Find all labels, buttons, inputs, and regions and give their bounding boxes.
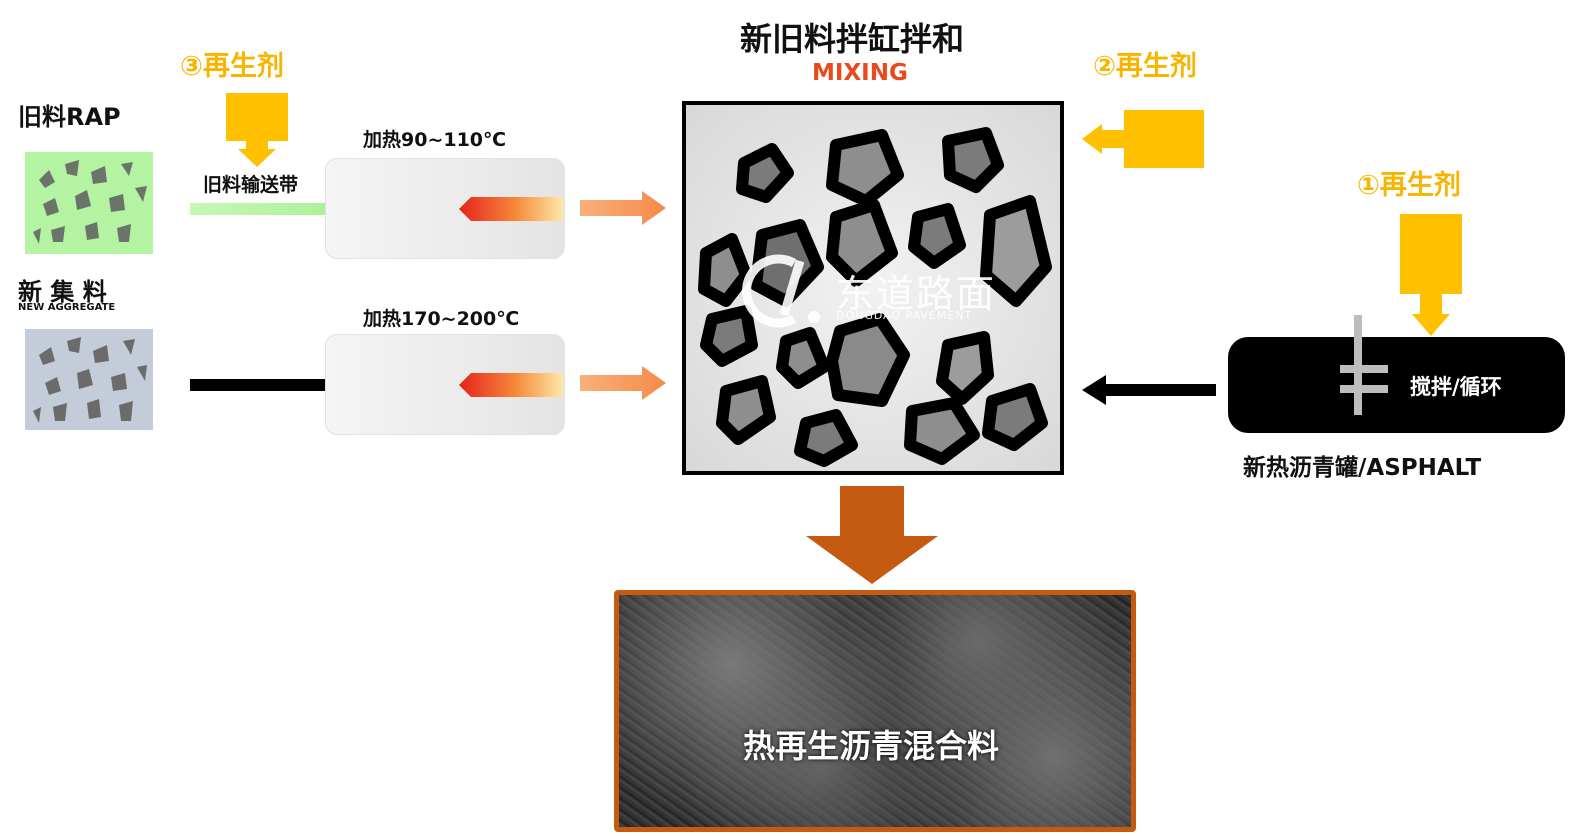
rap-flame-icon	[459, 197, 563, 221]
new-aggregate-arrow	[190, 371, 373, 399]
agent-one-arrow	[1400, 214, 1462, 336]
watermark-name: 东道路面	[836, 272, 997, 316]
stirrer-icon	[1340, 315, 1388, 415]
agent-three-label: ③再生剂	[180, 51, 284, 82]
mixer-particles	[698, 127, 1052, 467]
new-aggregate-icon	[33, 337, 147, 423]
rap-conveyor-arrow	[190, 196, 373, 222]
dongdao-logo-icon	[742, 254, 820, 328]
agent-two-label: ②再生剂	[1093, 51, 1197, 82]
mixing-subtitle: MIXING	[812, 60, 908, 86]
agent-two-arrow	[1082, 110, 1204, 168]
agent-one-label: ①再生剂	[1357, 170, 1461, 201]
heater-to-mixer-arrow-top	[580, 191, 666, 225]
rap-heat-label: 加热90~110℃	[363, 129, 507, 151]
asphalt-caption: 新热沥青罐/ASPHALT	[1243, 455, 1482, 481]
new-aggregate-sublabel: NEW AGGREGATE	[18, 302, 116, 313]
new-aggregate-heat-label: 加热170~200℃	[363, 308, 520, 330]
asphalt-tank-label: 搅拌/循环	[1410, 375, 1502, 399]
page-title: 新旧料拌缸拌和	[740, 20, 965, 58]
mixer-to-output-arrow	[806, 486, 938, 584]
output-box: 热再生沥青混合料	[614, 590, 1136, 832]
output-label: 热再生沥青混合料	[743, 727, 1000, 765]
new-aggregate-label: 新 集 料	[18, 278, 107, 306]
conveyor-label: 旧料输送带	[203, 174, 299, 196]
rap-swatch	[25, 152, 153, 254]
rap-heater	[325, 158, 565, 259]
heater-to-mixer-arrow-bottom	[580, 366, 666, 400]
rap-label: 旧料RAP	[18, 103, 121, 131]
new-aggregate-flame-icon	[459, 373, 563, 397]
watermark-sub: DONGDAO PAVEMENT	[836, 309, 973, 322]
asphalt-to-mixer-arrow	[1082, 375, 1216, 405]
agent-three-arrow	[226, 93, 288, 167]
mixer-box: 东道路面 DONGDAO PAVEMENT	[682, 101, 1064, 475]
rap-aggregate-icon	[33, 160, 147, 244]
new-aggregate-swatch	[25, 329, 153, 430]
asphalt-tank: 搅拌/循环	[1228, 315, 1565, 433]
new-aggregate-heater	[325, 334, 565, 435]
